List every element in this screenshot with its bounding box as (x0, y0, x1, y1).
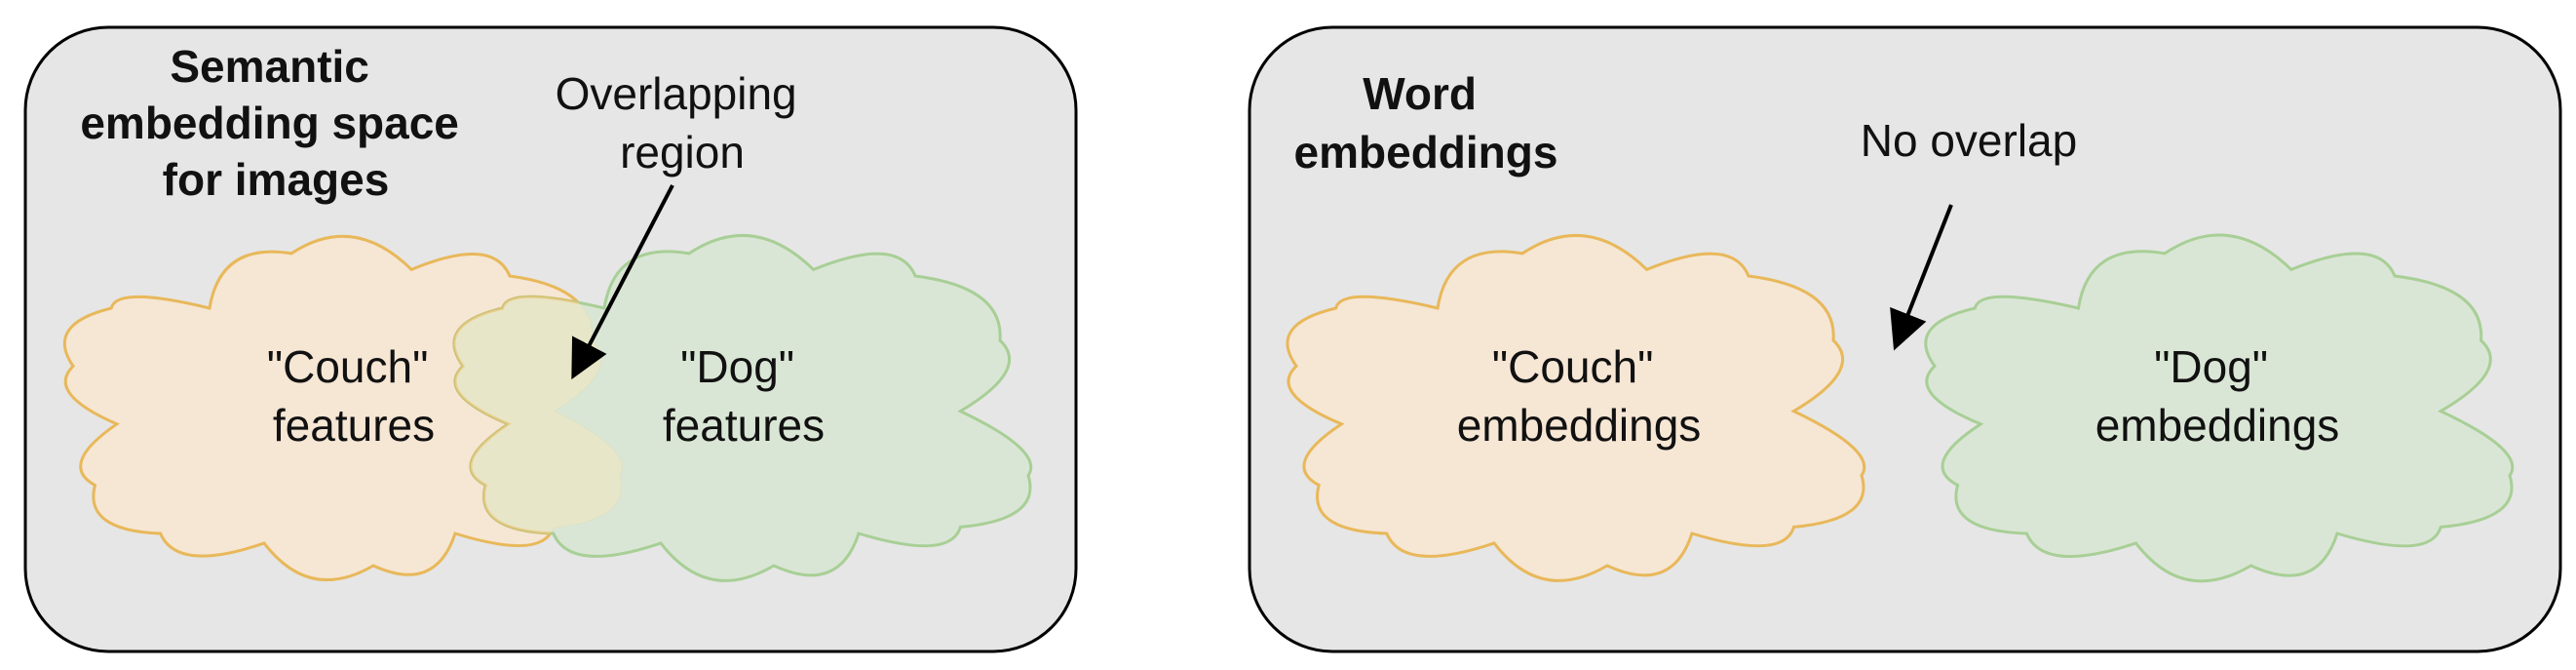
dog-embeddings-cloud (1924, 233, 2515, 583)
no-overlap-annotation: No overlap (1861, 115, 2077, 166)
label-line: embeddings (1457, 400, 1702, 451)
label-line: "Couch" (1492, 341, 1654, 392)
couch-features-label: "Couch" features (267, 341, 441, 451)
label-line: "Dog" (2154, 341, 2268, 392)
word-embedding-panel: Word embeddings No overlap "Couch" embed… (1248, 25, 2562, 653)
image-embedding-panel: Semantic embedding space for images Over… (23, 25, 1078, 653)
overlap-arrow (571, 184, 674, 380)
dog-features-label: "Dog" features (663, 341, 825, 451)
annotation-line: region (620, 127, 745, 177)
title-line: embedding space (80, 98, 459, 148)
word-embedding-panel-title: Word embeddings (1294, 68, 1558, 177)
title-line: embeddings (1294, 127, 1558, 177)
label-line: features (273, 400, 435, 451)
title-line: for images (163, 154, 390, 205)
label-line: "Dog" (680, 341, 794, 392)
title-line: Semantic (170, 41, 369, 92)
label-line: embeddings (2095, 400, 2340, 451)
couch-embeddings-label: "Couch" embeddings (1457, 341, 1702, 451)
no-overlap-arrow (1890, 204, 1953, 351)
title-line: Word (1363, 68, 1477, 119)
dog-embeddings-label: "Dog" embeddings (2095, 341, 2340, 451)
couch-embeddings-cloud (1286, 234, 1866, 582)
annotation-line: Overlapping (556, 68, 797, 119)
annotation-line: No overlap (1861, 115, 2077, 166)
overlapping-region-annotation: Overlapping region (556, 68, 810, 177)
label-line: features (663, 400, 825, 451)
image-embedding-panel-title: Semantic embedding space for images (80, 41, 471, 205)
label-line: "Couch" (267, 341, 429, 392)
